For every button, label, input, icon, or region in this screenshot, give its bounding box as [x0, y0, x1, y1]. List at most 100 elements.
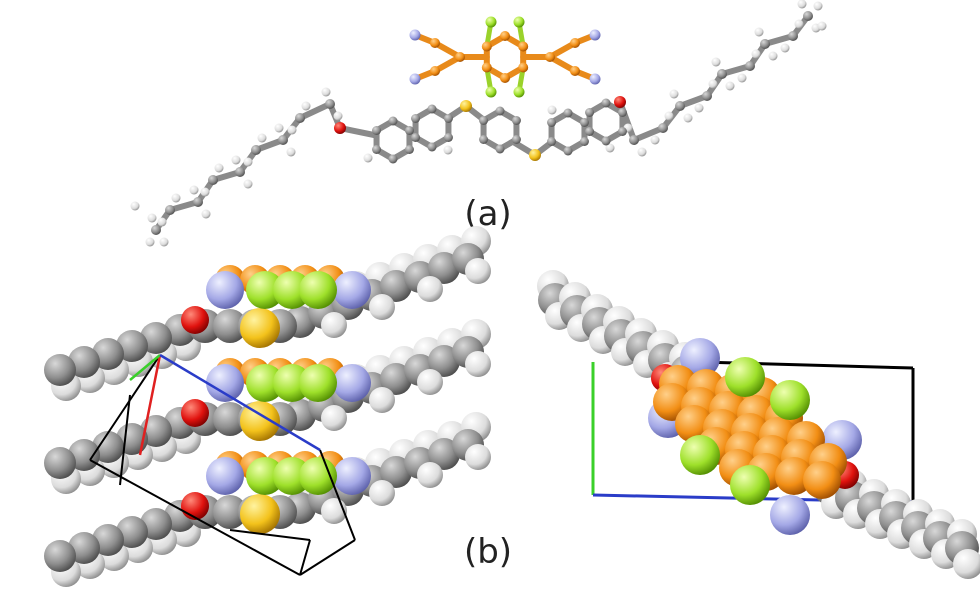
cell-edge — [89, 459, 301, 576]
acceptor-carbon-atom — [481, 41, 492, 52]
hydrogen-atom — [157, 217, 167, 227]
carbon-atom — [428, 345, 460, 377]
carbon-atom — [325, 99, 335, 109]
acceptor-carbon-atom — [570, 38, 580, 48]
carbon-atom — [428, 252, 460, 284]
nitrogen-atom — [333, 364, 371, 402]
carbon-atom — [511, 116, 521, 125]
fluorine-atom — [680, 435, 720, 475]
fluorine-atom — [770, 380, 810, 420]
carbon-atom — [372, 126, 382, 135]
carbon-atom — [151, 225, 161, 235]
acceptor-carbon-atom — [430, 66, 440, 76]
carbon-atom — [585, 127, 595, 136]
carbon-atom — [411, 114, 421, 123]
hydrogen-atom — [813, 1, 823, 11]
hydrogen-atom — [683, 113, 693, 123]
carbon-atom — [702, 91, 712, 101]
acceptor-carbon-atom — [455, 52, 465, 62]
unit-cell-outline — [89, 353, 356, 576]
carbon-atom — [579, 118, 589, 127]
hydrogen-atom — [189, 185, 199, 195]
fluorine-atom — [246, 271, 284, 309]
hydrogen-atom — [145, 237, 155, 247]
hydrogen-atom — [130, 201, 140, 211]
oxygen-atom — [614, 96, 626, 108]
carbon-atom — [404, 126, 414, 135]
carbon-atom — [617, 127, 627, 136]
hydrogen-atom — [664, 111, 674, 121]
hydrogen-atom — [637, 147, 647, 157]
acceptor-molecule — [409, 16, 601, 98]
sulfur-atom — [240, 308, 280, 348]
hydrogen-atom — [547, 105, 557, 115]
oxygen-atom — [181, 492, 209, 520]
stack-layer — [44, 412, 491, 587]
sulfur-atom — [529, 149, 541, 161]
oxygen-atom — [334, 122, 346, 134]
cell-edge — [159, 353, 321, 452]
nitrogen-atom — [206, 364, 244, 402]
hydrogen-atom — [711, 57, 721, 67]
nitrogen-atom — [206, 271, 244, 309]
cell-edge — [119, 394, 131, 486]
acceptor-carbon-atom — [570, 66, 580, 76]
stack-layer — [44, 226, 491, 401]
carbon-atom — [213, 495, 247, 529]
carbon-atom — [380, 270, 412, 302]
cell-edge — [319, 449, 356, 541]
cell-edge — [229, 529, 311, 541]
hydrogen-atom — [243, 157, 253, 167]
panel-label-b: (b) — [464, 532, 512, 572]
hydrogen-atom — [369, 480, 395, 506]
carbon-atom — [295, 113, 305, 123]
hydrogen-atom — [363, 153, 373, 163]
hydrogen-atom — [333, 111, 343, 121]
acceptor-carbon-atom — [430, 38, 440, 48]
carbon-atom — [380, 363, 412, 395]
cell-edge — [138, 354, 162, 456]
hydrogen-atom — [147, 213, 157, 223]
carbon-atom — [213, 309, 247, 343]
carbon-atom — [427, 142, 437, 152]
carbon-atom — [658, 123, 668, 133]
hydrogen-atom — [443, 145, 453, 155]
fluorine-atom — [273, 364, 311, 402]
hydrogen-atom — [243, 179, 253, 189]
cell-edge — [129, 354, 161, 381]
carbon-atom — [44, 540, 76, 572]
carbon-atom — [563, 146, 573, 156]
sulfur-atom — [240, 401, 280, 441]
hydrogen-atom — [201, 209, 211, 219]
fluorine-atom — [513, 16, 525, 28]
carbon-atom — [579, 137, 589, 146]
hydrogen-atom — [605, 143, 615, 153]
hydrogen-atom — [369, 387, 395, 413]
fluorine-atom — [485, 16, 497, 28]
sulfur-atom — [460, 100, 472, 112]
carbon-atom — [760, 39, 770, 49]
hydrogen-atom — [780, 43, 790, 53]
end-on-packing-view — [537, 270, 980, 579]
sulfur-atom — [240, 494, 280, 534]
oxygen-atom — [181, 399, 209, 427]
carbon-atom — [427, 104, 437, 114]
carbon-atom — [601, 98, 611, 108]
hydrogen-atom — [817, 21, 827, 31]
nitrogen-atom — [333, 271, 371, 309]
cell-edge — [299, 539, 311, 576]
hydrogen-atom — [751, 49, 761, 59]
acceptor-carbon-atom — [545, 52, 555, 62]
acceptor-carbon-atom — [500, 31, 510, 41]
carbon-atom — [428, 438, 460, 470]
stack-layer — [44, 319, 491, 494]
fluorine-atom — [725, 357, 765, 397]
cell-edge — [89, 354, 161, 461]
fluorine-atom — [299, 364, 337, 402]
bond — [297, 101, 333, 121]
acceptor-carbon-atom — [775, 457, 813, 495]
carbon-atom — [547, 118, 557, 127]
nitrogen-atom — [589, 29, 601, 41]
carbon-atom — [803, 11, 813, 21]
carbon-atom — [585, 108, 595, 117]
